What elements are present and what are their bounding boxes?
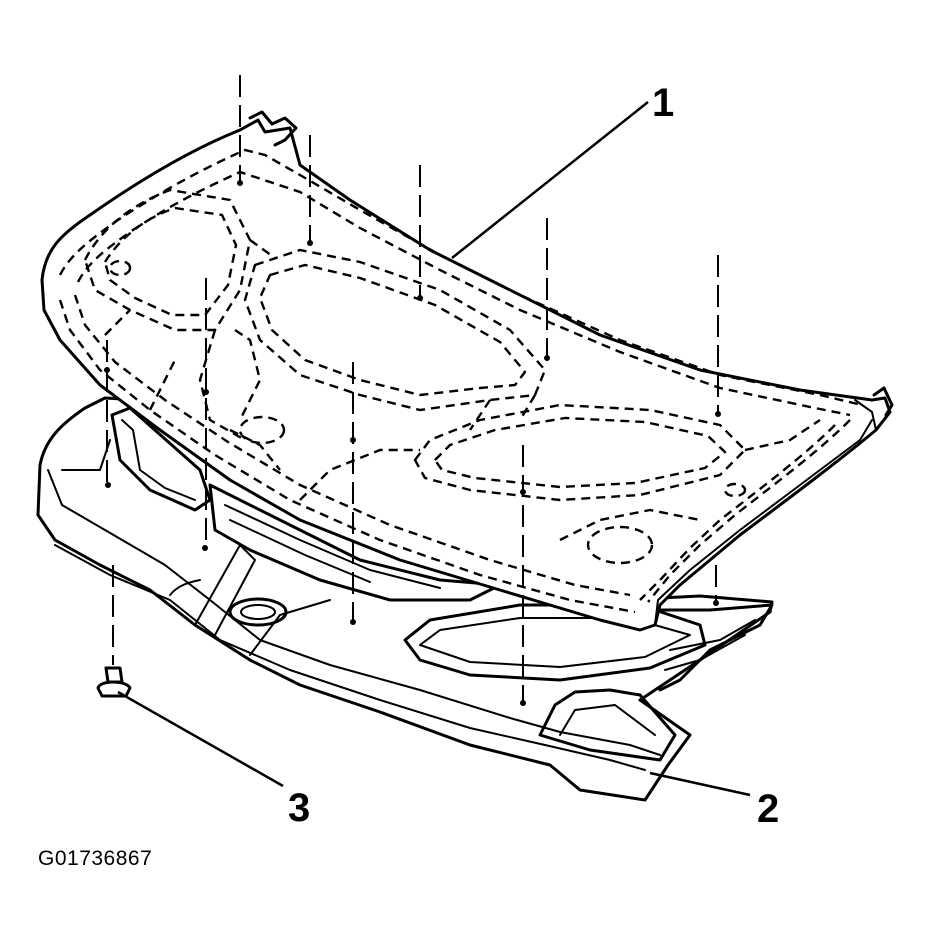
hood-insulator-pad [40,110,894,632]
figure-id: G01736867 [38,847,153,870]
callout-3: 3 [288,786,310,830]
callout-1: 1 [652,81,674,125]
callout-2: 2 [757,787,779,831]
leader-lines [117,101,751,797]
alignment-lines [106,75,719,703]
hood-inner-panel [36,396,774,802]
push-pin-retainer [96,666,132,698]
